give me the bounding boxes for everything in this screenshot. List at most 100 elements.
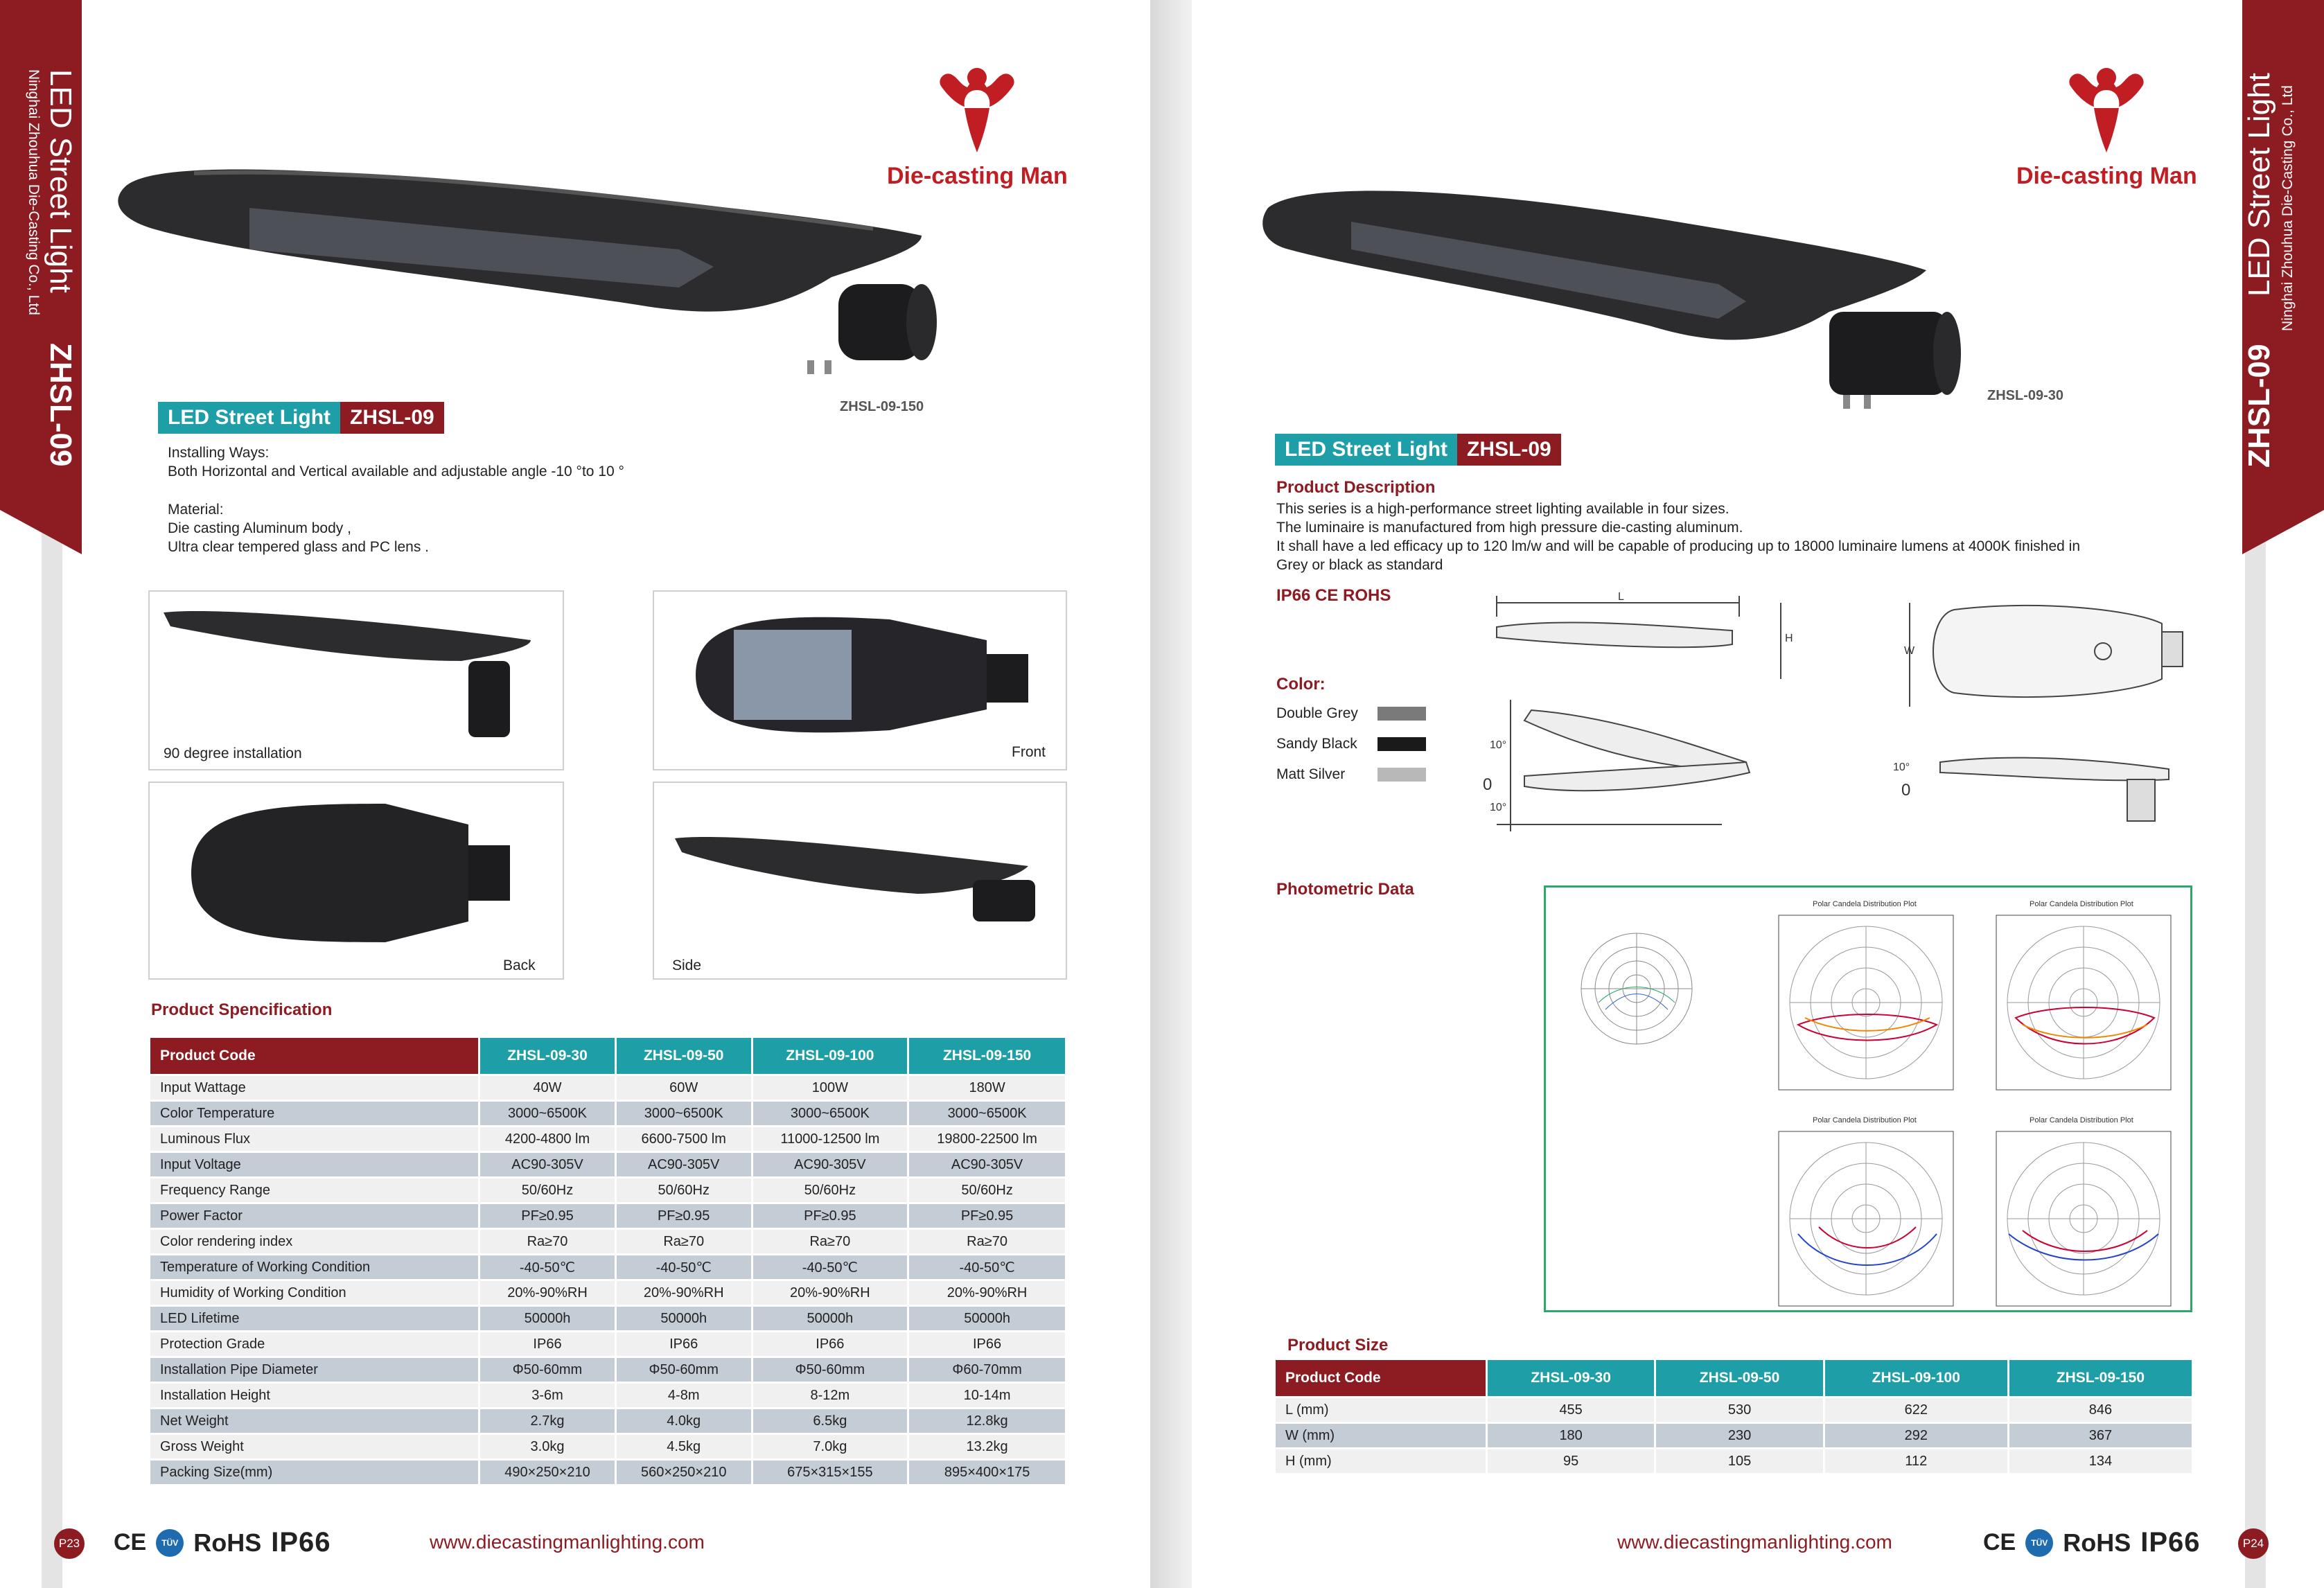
spec-heading: Product Spencification — [151, 1000, 333, 1019]
cell-value: 20%-90%RH — [480, 1281, 615, 1305]
cell-value: AC90-305V — [480, 1153, 615, 1176]
title-product-model: ZHSL-09 — [340, 402, 444, 434]
street-light-back-image — [191, 804, 510, 942]
color-swatch-matt-silver — [1377, 768, 1426, 782]
dimension-drawings: L H W 10° 0 10° 10° 0 — [1483, 591, 2183, 831]
row-label: Installation Height — [150, 1384, 479, 1407]
cell-value: 846 — [2009, 1398, 2192, 1422]
cell-value: 7.0kg — [752, 1435, 908, 1458]
header-model: ZHSL-09-150 — [2009, 1360, 2192, 1396]
cell-value: Ra≥70 — [752, 1230, 908, 1253]
cell-value: 490×250×210 — [480, 1461, 615, 1484]
website-link-right[interactable]: www.diecastingmanlighting.com — [1617, 1531, 1892, 1553]
row-label: W (mm) — [1276, 1424, 1486, 1447]
cell-value: 3.0kg — [480, 1435, 615, 1458]
plot-title: Polar Candela Distribution Plot — [1813, 1116, 1917, 1124]
color-name-1: Double Grey — [1276, 705, 1358, 721]
cell-value: 60W — [616, 1076, 751, 1100]
color-name-2: Sandy Black — [1276, 736, 1357, 752]
cell-value: 3000~6500K — [909, 1102, 1065, 1125]
row-label: Color rendering index — [150, 1230, 479, 1253]
description-line-3: It shall have a led efficacy up to 120 l… — [1276, 538, 2081, 554]
row-label: Luminous Flux — [150, 1127, 479, 1151]
description-line-2: The luminaire is manufactured from high … — [1276, 520, 1743, 536]
cell-value: PF≥0.95 — [616, 1204, 751, 1228]
ce-mark-icon: CE — [1983, 1529, 2016, 1555]
photo-back: Back — [148, 782, 564, 980]
photo-side: Side — [653, 782, 1067, 980]
cell-value: 622 — [1824, 1398, 2007, 1422]
website-link-left[interactable]: www.diecastingmanlighting.com — [430, 1531, 705, 1553]
cell-value: 180W — [909, 1076, 1065, 1100]
cell-value: 40W — [480, 1076, 615, 1100]
row-label: Net Weight — [150, 1409, 479, 1433]
cell-value: 8-12m — [752, 1384, 908, 1407]
row-label: Input Wattage — [150, 1076, 479, 1100]
cell-value: 675×315×155 — [752, 1461, 908, 1484]
cell-value: 95 — [1487, 1449, 1655, 1473]
cell-value: IP66 — [616, 1332, 751, 1356]
plot-title: Polar Candela Distribution Plot — [1813, 900, 1917, 908]
installing-text: Both Horizontal and Vertical available a… — [168, 464, 624, 479]
rohs-mark: RoHS — [2063, 1528, 2131, 1557]
header-label: Product Code — [150, 1038, 479, 1074]
cell-value: 100W — [752, 1076, 908, 1100]
dim-label: 0 — [1901, 781, 1910, 800]
photo-caption: 90 degree installation — [164, 746, 302, 761]
cell-value: 20%-90%RH — [752, 1281, 908, 1305]
cell-value: -40-50℃ — [480, 1255, 615, 1279]
polar-plot-3 — [1778, 1131, 1954, 1307]
photo-caption: Back — [503, 958, 536, 973]
strongman-icon — [940, 68, 1014, 152]
left-band-company: Ninghai Zhouhua Die-Casting Co., Ltd — [26, 69, 42, 315]
cell-value: 6.5kg — [752, 1409, 908, 1433]
isocandela-diagram — [1581, 933, 1693, 1045]
cell-value: -40-50℃ — [752, 1255, 908, 1279]
title-product-type: LED Street Light — [1275, 434, 1458, 466]
tuv-badge-icon: TÜV — [2025, 1528, 2054, 1557]
ce-mark-icon: CE — [114, 1529, 147, 1555]
cell-value: 4-8m — [616, 1384, 751, 1407]
photometric-heading: Photometric Data — [1276, 880, 1414, 899]
photo-front: Front — [653, 590, 1067, 770]
photo-caption: Front — [1012, 744, 1046, 760]
polar-plot-1 — [1778, 915, 1954, 1091]
street-light-hero-image-right — [1262, 191, 1961, 409]
description-heading: Product Description — [1276, 478, 1436, 497]
page-number-right: P24 — [2238, 1528, 2269, 1559]
row-label: Frequency Range — [150, 1179, 479, 1202]
row-label: Power Factor — [150, 1204, 479, 1228]
header-model: ZHSL-09-100 — [752, 1038, 908, 1074]
ip66-mark: IP66 — [271, 1527, 331, 1558]
cell-value: 6600-7500 lm — [616, 1127, 751, 1151]
right-band-model: ZHSL-09 — [2242, 344, 2276, 468]
polar-plot-4 — [1996, 1131, 2172, 1307]
cell-value: 3-6m — [480, 1384, 615, 1407]
row-label: Color Temperature — [150, 1102, 479, 1125]
title-product-model: ZHSL-09 — [1457, 434, 1561, 466]
cell-value: 180 — [1487, 1424, 1655, 1447]
title-product-type: LED Street Light — [158, 402, 341, 434]
row-label: L (mm) — [1276, 1398, 1486, 1422]
cell-value: Φ50-60mm — [616, 1358, 751, 1382]
cell-value: 560×250×210 — [616, 1461, 751, 1484]
cell-value: 10-14m — [909, 1384, 1065, 1407]
cert-logos-left: CE TÜV RoHS IP66 — [114, 1527, 331, 1558]
photo-caption: Side — [672, 958, 702, 973]
cell-value: AC90-305V — [616, 1153, 751, 1176]
photo-90-degree: 90 degree installation — [148, 590, 564, 770]
header-model: ZHSL-09-50 — [1656, 1360, 1823, 1396]
